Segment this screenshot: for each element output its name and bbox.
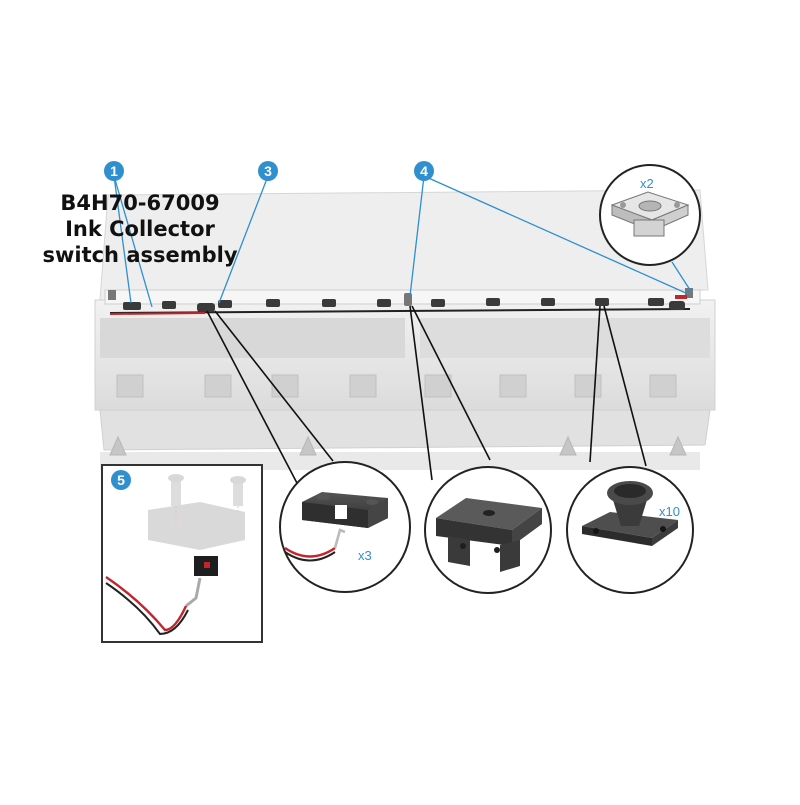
magnifier-lines <box>206 305 647 486</box>
svg-text:4: 4 <box>420 163 428 179</box>
svg-text:1: 1 <box>110 163 118 179</box>
part-number: B4H70-67009 <box>60 191 220 215</box>
callout-1[interactable]: 1 <box>104 161 124 181</box>
printer-body <box>94 189 716 470</box>
callout-3[interactable]: 3 <box>258 161 278 181</box>
leader-lines <box>113 175 693 598</box>
part-name-line2: switch assembly <box>42 243 238 267</box>
switch-assembly-inset <box>101 464 263 643</box>
quantity-x2: x2 <box>640 176 654 191</box>
svg-text:3: 3 <box>264 163 272 179</box>
detail-x2-pad: x2 <box>599 164 701 266</box>
quantity-x10: x10 <box>659 504 680 519</box>
faded-mount-bracket <box>148 474 246 550</box>
callout-4[interactable]: 4 <box>414 161 434 181</box>
detail-x3-bracket: x3 <box>279 461 411 593</box>
ink-collector-rail <box>104 288 701 315</box>
quantity-x3: x3 <box>358 548 372 563</box>
part-label: B4H70-67009 Ink Collector switch assembl… <box>20 190 260 268</box>
svg-text:5: 5 <box>117 472 125 488</box>
part-name-line1: Ink Collector <box>65 217 215 241</box>
detail-x10-roller: x10 <box>566 466 694 594</box>
detail-center-pad <box>424 466 552 594</box>
callout-5[interactable]: 5 <box>111 470 131 490</box>
